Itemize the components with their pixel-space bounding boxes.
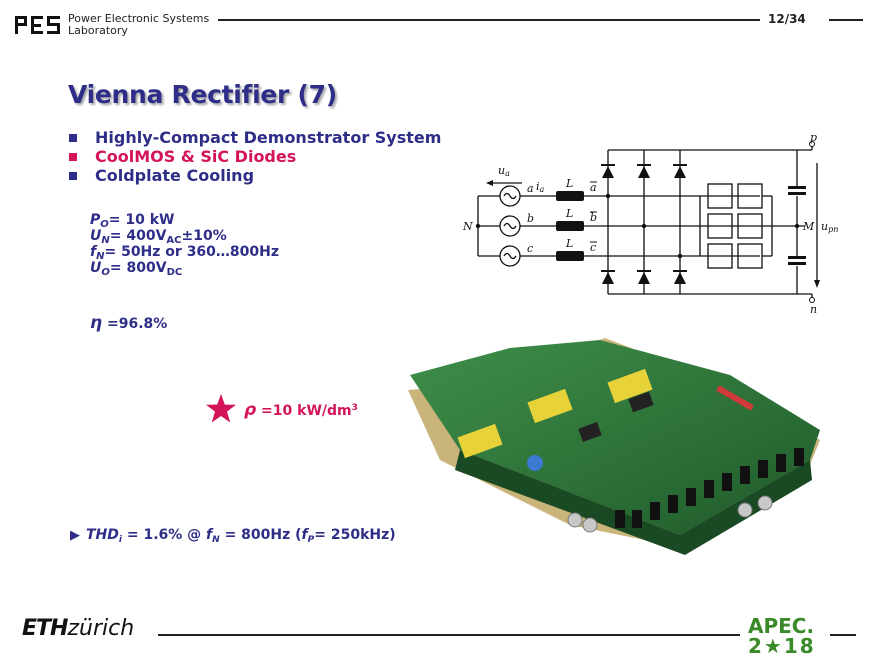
label-L1: L — [565, 177, 573, 190]
efficiency: η =96.8% — [90, 313, 168, 333]
label-cbar: c — [590, 241, 596, 254]
bullet-item: Coldplate Cooling — [68, 166, 441, 185]
label-L3: L — [565, 237, 573, 250]
label-M: M — [802, 220, 815, 233]
spec-list: PO= 10 kW UN= 400VAC±10% fN= 50Hz or 360… — [90, 212, 280, 278]
label-upn: upn — [821, 220, 838, 234]
demonstrator-photo — [408, 338, 820, 555]
header-rule-right — [829, 19, 863, 21]
label-N: N — [462, 220, 473, 233]
label-ua: ua — [498, 164, 510, 178]
page-number: 12/34 — [768, 12, 806, 26]
label-p: p — [810, 131, 817, 144]
footer-rule-right — [830, 634, 856, 636]
power-density: ρ =10 kW/dm3 — [244, 400, 358, 420]
pes-logo — [15, 16, 60, 34]
eth-zurich-logo: ETHzürich — [22, 616, 135, 641]
slide-title: Vienna Rectifier (7) — [68, 80, 337, 109]
label-b: b — [527, 212, 534, 225]
star-icon — [206, 394, 236, 423]
spec-mains-frequency: fN= 50Hz or 360…800Hz — [90, 244, 280, 262]
bullet-item: CoolMOS & SiC Diodes — [68, 147, 441, 166]
apec-2018-logo: APEC. 2★18 — [748, 614, 816, 658]
spec-output-power: PO= 10 kW — [90, 212, 175, 230]
square-bullet-icon — [69, 134, 77, 142]
label-ia: ia — [536, 180, 545, 194]
square-bullet-icon — [69, 172, 77, 180]
spec-input-voltage: UN= 400VAC±10% — [90, 228, 227, 246]
header-rule — [218, 19, 760, 21]
bullet-item: Highly-Compact Demonstrator System — [68, 128, 441, 147]
label-abar: a — [590, 181, 597, 194]
label-bbar: b — [590, 211, 597, 224]
square-bullet-icon — [69, 153, 77, 161]
triangle-bullet-icon: ▶ — [70, 528, 80, 543]
thd-line: ▶THDi = 1.6% @ fN = 800Hz (fP= 250kHz) — [70, 527, 396, 545]
label-c: c — [527, 242, 533, 255]
bullet-list: Highly-Compact Demonstrator System CoolM… — [68, 128, 441, 185]
label-L2: L — [565, 207, 573, 220]
label-a: a — [527, 182, 534, 195]
label-n: n — [810, 303, 817, 316]
footer-rule — [158, 634, 740, 636]
spec-output-voltage: UO= 800VDC — [90, 260, 183, 278]
lab-name: Power Electronic Systems Laboratory — [68, 12, 210, 37]
vienna-rectifier-schematic: ua ia a b c L L L a b c N M p n upn — [462, 131, 838, 316]
